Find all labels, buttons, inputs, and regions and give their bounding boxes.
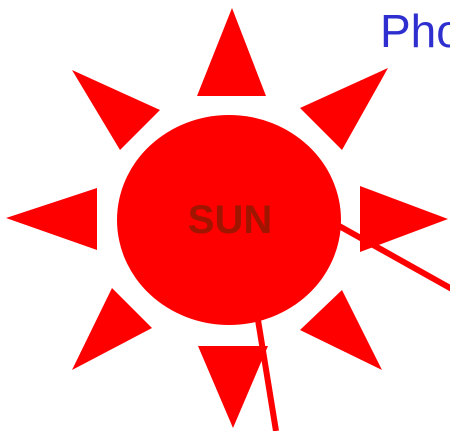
title-fragment: Pho (380, 5, 450, 57)
sun-label: SUN (188, 198, 272, 242)
